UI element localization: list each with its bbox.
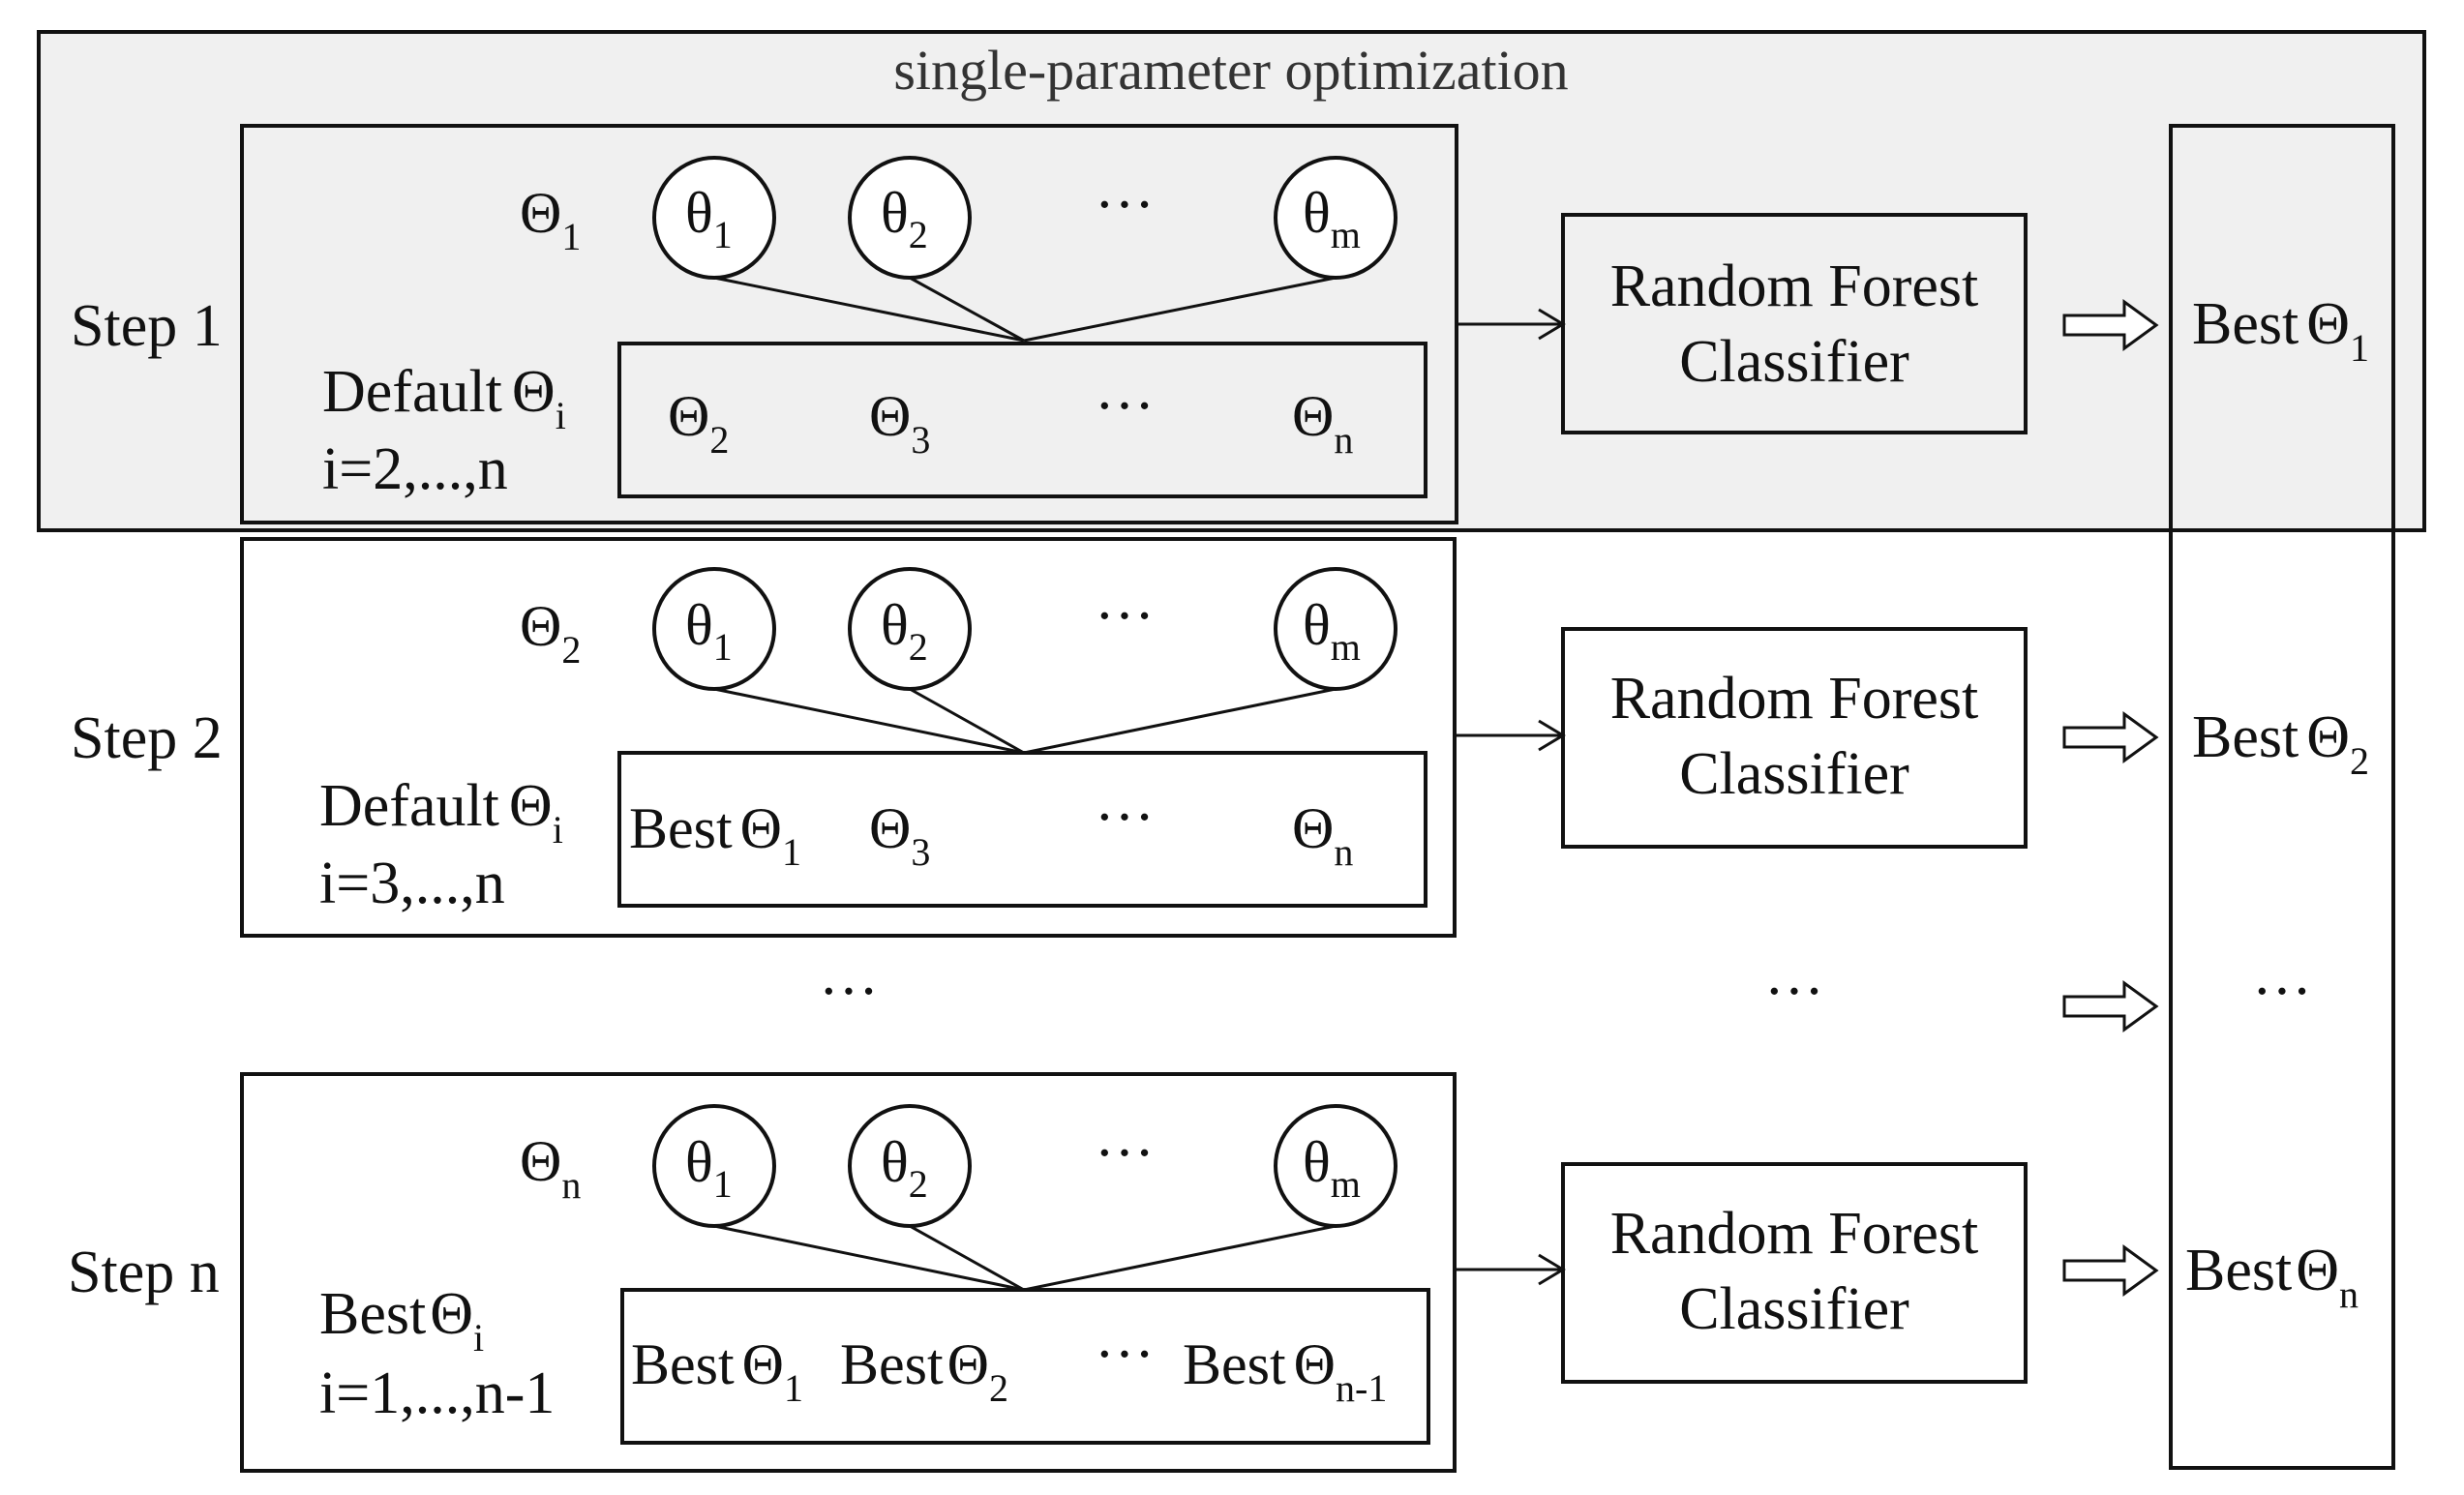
candidate-label: θ2 xyxy=(881,593,928,669)
classifier-label-line1: Random Forest xyxy=(1610,1201,1979,1267)
candidate-ellipsis: ··· xyxy=(1095,1121,1155,1186)
classifier-label-line2: Classifier xyxy=(1679,329,1909,395)
classifier-label-line2: Classifier xyxy=(1679,741,1909,807)
step-n-double-arrow xyxy=(2062,1244,2159,1297)
middle-ellipses: ··· ··· ··· xyxy=(819,959,2312,1032)
step-2-classifier-box xyxy=(1561,627,2028,849)
classifier-label-line1: Random Forest xyxy=(1610,254,1979,319)
candidate-label: θm xyxy=(1303,593,1361,669)
step-2-connectors xyxy=(713,687,1337,755)
step-n-connectors xyxy=(713,1224,1337,1292)
middle-ellipsis-left: ··· xyxy=(819,959,879,1025)
step-2-candidates: θ1 θ2 ··· θm xyxy=(652,567,1397,691)
step-n-candidates: θ1 θ2 ··· θm xyxy=(652,1104,1397,1228)
candidate-ellipsis: ··· xyxy=(1095,172,1155,238)
classifier-label-line1: Random Forest xyxy=(1610,666,1979,732)
middle-double-arrow xyxy=(2062,980,2159,1032)
candidate-label: θ1 xyxy=(685,593,733,669)
fixed-param: Θ2 xyxy=(668,384,729,462)
candidate-label: θ2 xyxy=(881,1130,928,1206)
fixed-param: Θn xyxy=(1292,796,1353,874)
step-1-label: Step 1 xyxy=(71,293,223,359)
classifier-label-line2: Classifier xyxy=(1679,1276,1909,1342)
step-1-classifier-box xyxy=(1561,213,2028,434)
fixed-param: Θn xyxy=(1292,384,1353,462)
results-column xyxy=(2169,124,2395,1470)
candidate-label: θm xyxy=(1303,1130,1361,1206)
step-n-label: Step n xyxy=(68,1240,220,1305)
step-1-optimized-param: Θ1 xyxy=(520,181,581,258)
step-2-optimized-param: Θ2 xyxy=(520,594,581,672)
step-n-fixed-label: BestΘi xyxy=(319,1281,484,1360)
fixed-param: BestΘ2 xyxy=(840,1332,1008,1410)
step-2-label: Step 2 xyxy=(71,705,223,771)
fixed-param: Θ3 xyxy=(869,384,930,462)
candidate-label: θ2 xyxy=(881,181,928,256)
step-n-result: BestΘn xyxy=(2185,1238,2359,1316)
step-2-fixed-box xyxy=(617,751,1427,908)
step-1-fixed-range: i=2,...,n xyxy=(322,436,508,502)
step-n: Step n Θn θ1 θ2 ··· θm BestΘi i=1,...,n-… xyxy=(68,1072,2359,1473)
step-n-classifier-box xyxy=(1561,1162,2028,1384)
fixed-param-ellipsis: ··· xyxy=(1095,785,1155,851)
candidate-label: θm xyxy=(1303,181,1361,256)
step-n-box xyxy=(240,1072,1457,1473)
banner-title: single-parameter optimization xyxy=(893,39,1568,102)
step-2-fixed-range: i=3,...,n xyxy=(319,851,505,916)
step-1-candidates: θ1 θ2 ··· θm xyxy=(652,156,1397,280)
step-n-optimized-param: Θn xyxy=(520,1129,581,1207)
fixed-param-ellipsis: ··· xyxy=(1095,1322,1155,1388)
step-n-fixed-range: i=1,...,n-1 xyxy=(319,1360,555,1426)
fixed-param-ellipsis: ··· xyxy=(1095,374,1155,439)
middle-ellipsis-center: ··· xyxy=(1764,959,1824,1025)
step-1-fixed-box xyxy=(617,342,1427,498)
candidate-label: θ1 xyxy=(685,1130,733,1206)
step-2-box xyxy=(240,537,1457,938)
step-1-double-arrow xyxy=(2062,299,2159,351)
step-n-fixed-box xyxy=(620,1288,1430,1445)
step-1-connectors xyxy=(713,276,1337,343)
candidate-ellipsis: ··· xyxy=(1095,583,1155,649)
middle-ellipsis-right: ··· xyxy=(2252,959,2312,1025)
candidate-label: θ1 xyxy=(685,181,733,256)
fixed-param: Θ3 xyxy=(869,796,930,874)
step-2-double-arrow xyxy=(2062,711,2159,763)
